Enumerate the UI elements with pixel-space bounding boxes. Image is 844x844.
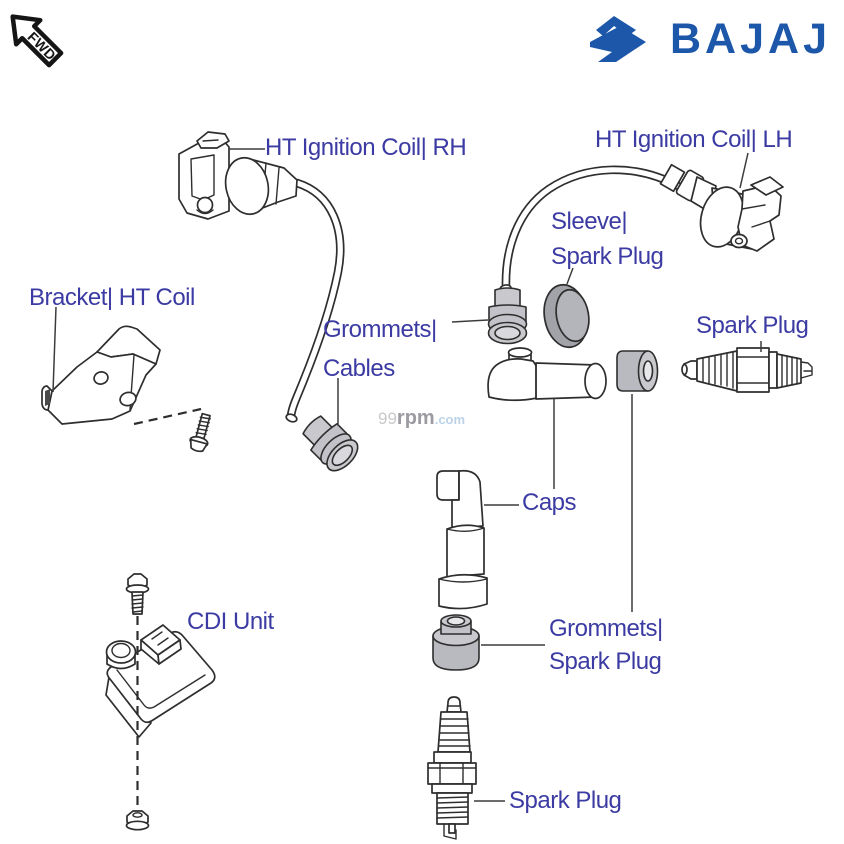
grommet-cables-right-art [487, 287, 528, 345]
watermark-99: 99 [378, 409, 397, 428]
label-grommets-cables-line2: Cables [323, 355, 395, 382]
bajaj-wordmark: BAJAJ [670, 15, 831, 63]
bajaj-flying-b-icon [590, 16, 646, 62]
cdi-square-connector-art [140, 624, 182, 665]
label-ht-ignition-coil-rh: HT Ignition Coil| RH [265, 134, 467, 161]
cap-vertical-art [436, 469, 488, 610]
spark-plug-right-art [681, 347, 813, 393]
bracket-ht-coil-art [41, 325, 211, 453]
spark-plug-bottom-art [427, 696, 477, 840]
label-grommets-cables-line1: Grommets| [323, 316, 437, 343]
label-sleeve-line2: Spark Plug [551, 243, 664, 270]
label-grommets-spark-line1: Grommets| [549, 615, 663, 642]
label-sleeve-line1: Sleeve| [551, 208, 628, 235]
leader-lines [52, 148, 762, 802]
label-grommets-cables: Grommets| Cables [323, 310, 437, 388]
cdi-nut-art [125, 810, 150, 831]
cap-horizontal-art [487, 347, 607, 402]
cdi-bolt-art [125, 573, 150, 615]
label-spark-plug-right: Spark Plug [696, 312, 809, 339]
bracket-screw-art [189, 412, 211, 453]
fwd-arrow-icon [10, 14, 64, 68]
label-grommets-spark-line2: Spark Plug [549, 648, 662, 675]
label-ht-ignition-coil-lh: HT Ignition Coil| LH [595, 126, 793, 153]
label-bracket-ht-coil: Bracket| HT Coil [29, 284, 195, 311]
label-sleeve-spark-plug: Sleeve| Spark Plug [551, 204, 664, 274]
sleeve-spark-plug-art [543, 283, 590, 349]
grommet-spark-plug-bottom-art [432, 614, 480, 671]
watermark-com: .com [435, 412, 465, 427]
grommet-spark-plug-right-art [616, 350, 659, 392]
ht-ignition-coil-lh-art [499, 163, 784, 293]
fwd-badge: FWD [10, 14, 64, 68]
cdi-round-connector-art [105, 640, 137, 670]
grommet-cables-left-art [296, 409, 364, 477]
label-cdi-unit: CDI Unit [187, 608, 274, 635]
label-caps: Caps [522, 489, 577, 516]
bajaj-logo: BAJAJ [590, 15, 831, 63]
ht-ignition-coil-rh-art [178, 131, 345, 423]
label-spark-plug-bottom: Spark Plug [509, 787, 622, 814]
watermark-rpm: rpm [397, 407, 435, 429]
watermark: 99rpm.com [378, 407, 465, 429]
label-grommets-spark-plug: Grommets| Spark Plug [549, 612, 663, 678]
cdi-unit-art [105, 573, 216, 831]
